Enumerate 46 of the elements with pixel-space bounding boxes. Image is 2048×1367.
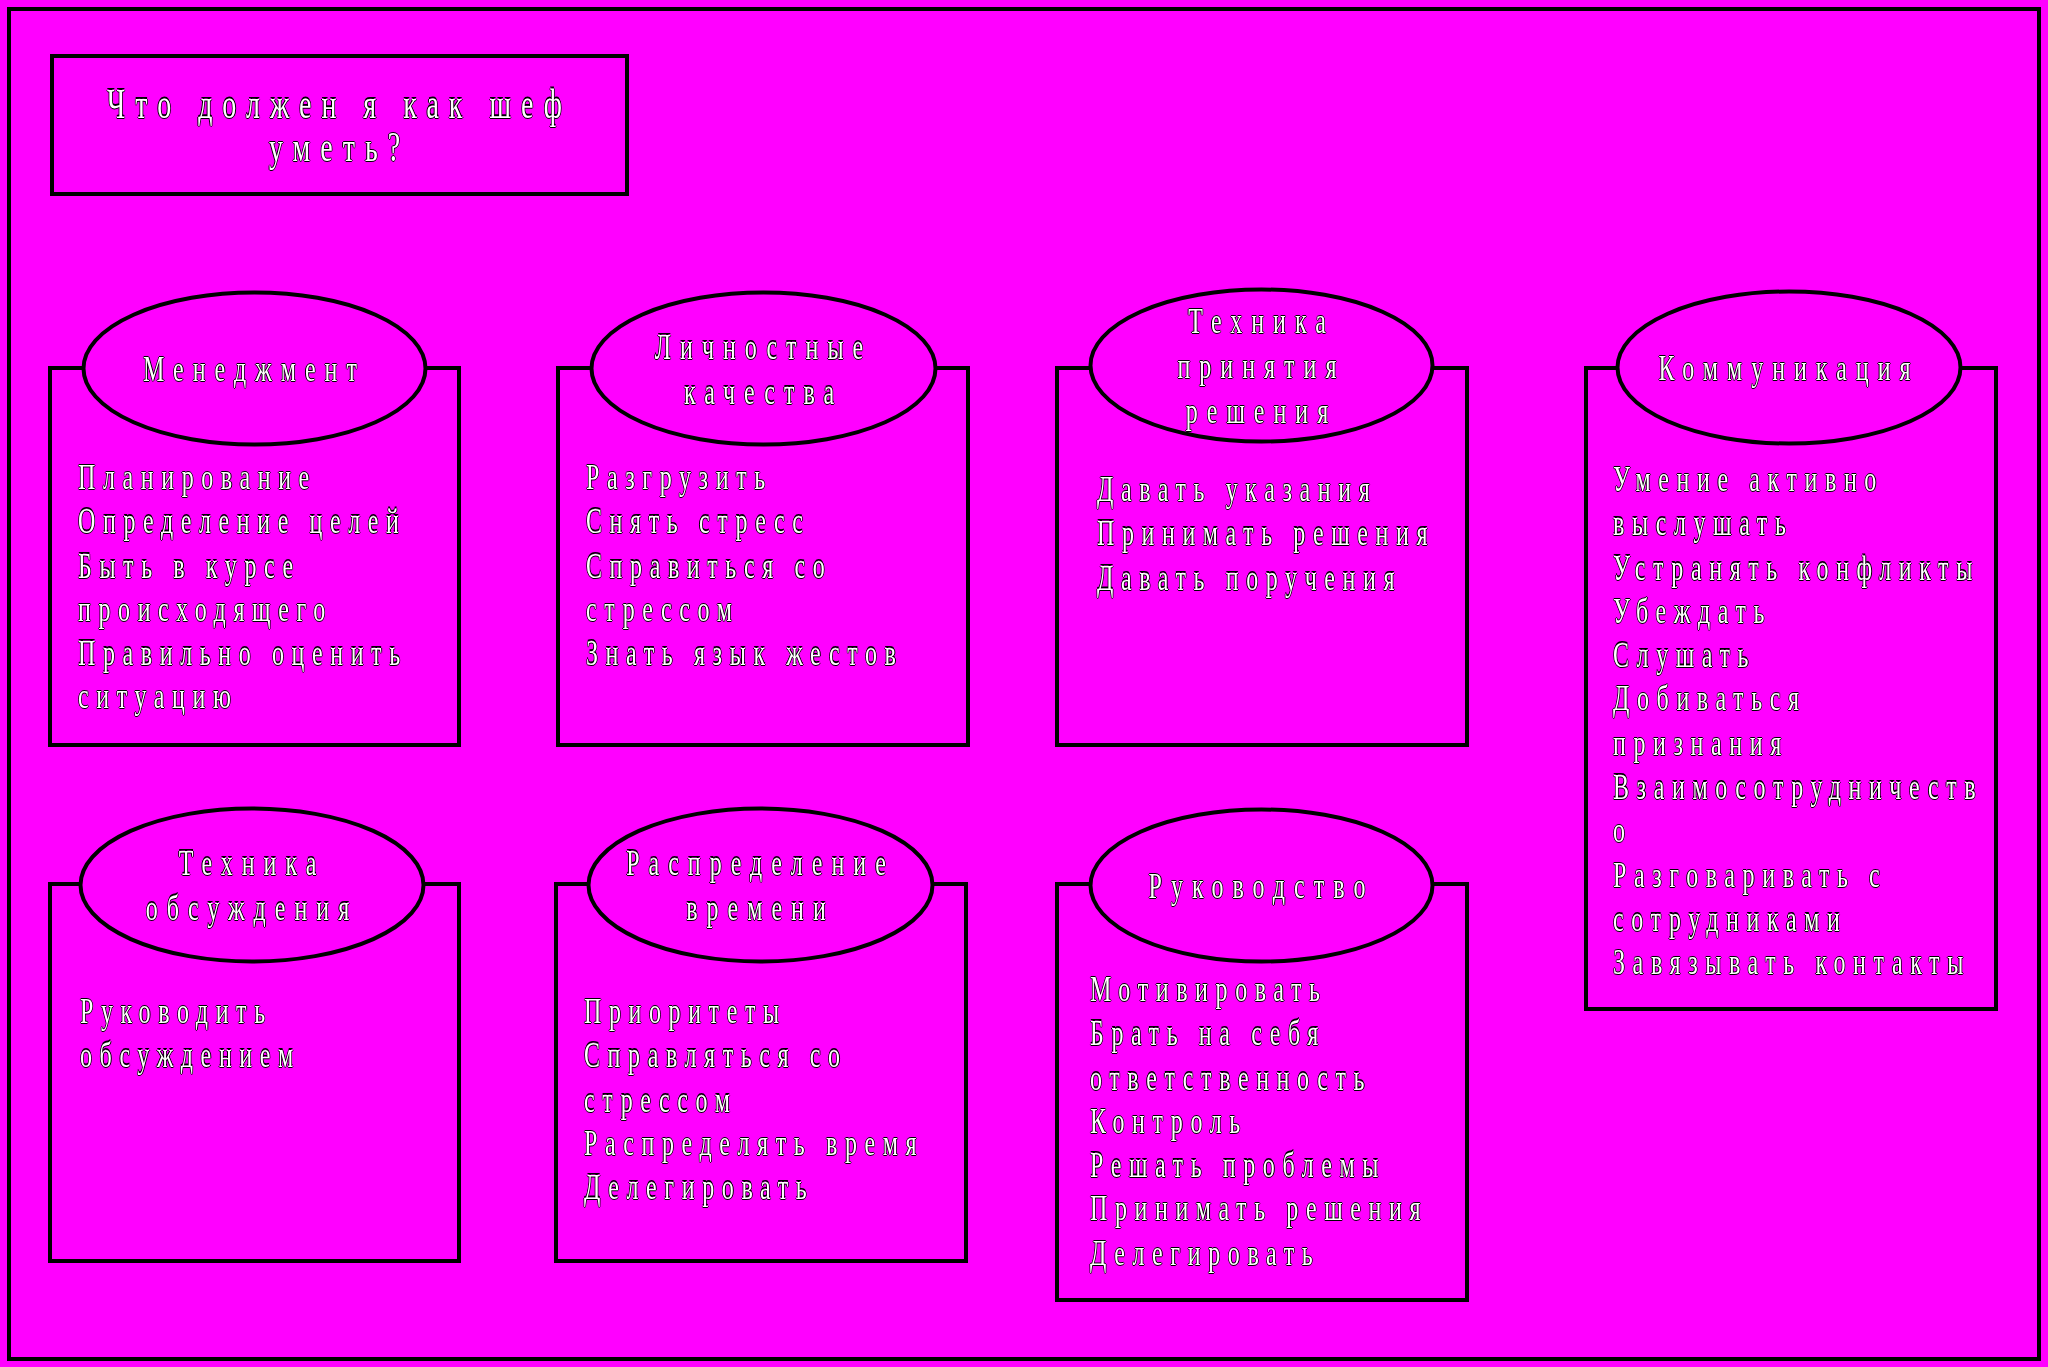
category-heading: Личностные качества: [653, 325, 874, 413]
skill-item: Контроль: [1090, 1100, 1248, 1143]
skill-item: Принимать решения: [1097, 512, 1436, 555]
skill-item: Разгрузить: [586, 456, 773, 499]
category-heading: Распределение времени: [625, 842, 896, 929]
skill-item: Снять стресс: [586, 500, 811, 543]
category-heading: Техника обсуждения: [144, 842, 360, 929]
skill-item: Убеждать: [1613, 590, 1773, 633]
skill-item: Принимать решения: [1090, 1188, 1429, 1231]
skill-item: Справляться со стрессом: [584, 1034, 849, 1122]
skill-item: Правильно оценить ситуацию: [78, 632, 409, 719]
skill-item: Давать указания: [1097, 468, 1378, 511]
skill-item: Брать на себя ответственность: [1090, 1012, 1374, 1099]
skill-item: Делегировать: [1090, 1232, 1321, 1275]
title-box: [50, 54, 629, 196]
skill-item: Взаимосотрудничество: [1613, 766, 1984, 853]
skills-card: [48, 806, 461, 1263]
skill-item: Разговаривать с сотрудниками: [1613, 854, 1889, 941]
skill-item: Давать поручения: [1097, 556, 1403, 599]
skill-item: Справиться со стрессом: [586, 544, 834, 631]
skill-item: Планирование: [78, 456, 317, 499]
skill-item: Руководить обсуждением: [80, 990, 302, 1077]
skill-item: Быть в курсе происходящего: [78, 544, 334, 631]
skills-card: [48, 290, 461, 747]
skills-card: [1055, 287, 1469, 747]
skill-item: Приоритеты: [584, 990, 787, 1033]
skill-item: Определение целей: [78, 500, 407, 543]
skills-card: [554, 806, 968, 1263]
skill-item: Завязывать контакты: [1613, 941, 1971, 984]
skill-item: Решать проблемы: [1090, 1144, 1387, 1187]
skill-item: Распределять время: [584, 1122, 925, 1165]
skill-item: Умение активно выслушать: [1613, 458, 1885, 545]
category-heading: Менеджмент: [143, 348, 366, 390]
skill-item: Мотивировать: [1090, 968, 1328, 1011]
skills-card: [556, 290, 970, 747]
category-heading: Коммуникация: [1658, 347, 1920, 390]
skill-item: Слушать: [1613, 634, 1757, 677]
title-heading: Что должен я как шеф уметь?: [106, 81, 573, 169]
skill-item: Знать язык жестов: [586, 632, 904, 675]
skills-card: [1584, 289, 1998, 1011]
skills-card: [1055, 807, 1469, 1302]
skill-item: Добиваться признания: [1613, 678, 1808, 765]
skill-item: Делегировать: [584, 1166, 815, 1209]
skill-item: Устранять конфликты: [1613, 546, 1980, 590]
category-heading: Техника принятия решения: [1176, 300, 1347, 433]
category-heading: Руководство: [1148, 865, 1375, 908]
